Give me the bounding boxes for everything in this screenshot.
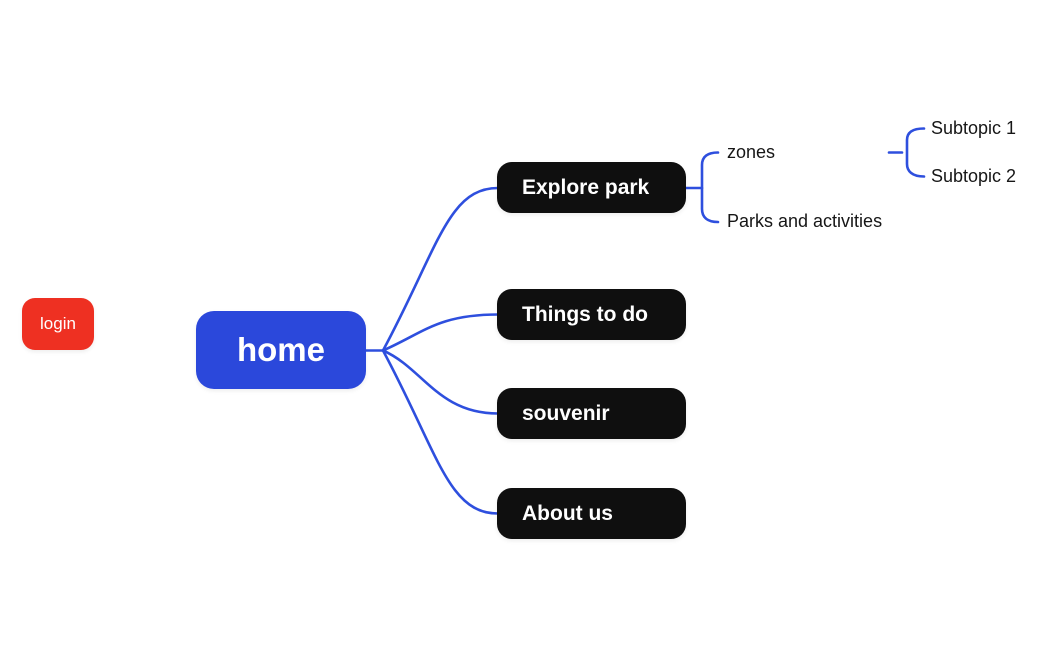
node-login[interactable]: login	[22, 298, 94, 350]
leaf-parks-and-activities[interactable]: Parks and activities	[727, 211, 882, 232]
leaf-subtopic-1[interactable]: Subtopic 1	[931, 118, 1016, 139]
leaf-zones-label: zones	[727, 142, 776, 162]
node-about-us-label: About us	[522, 501, 613, 525]
node-home-label: home	[236, 331, 325, 368]
leaf-subtopic-2-label: Subtopic 2	[931, 166, 1017, 186]
node-about-us[interactable]: About us	[497, 488, 686, 539]
node-things-to-do-label: Things to do	[522, 302, 648, 326]
leaf-subtopic-1-label: Subtopic 1	[931, 118, 1017, 138]
leaf-subtopic-2[interactable]: Subtopic 2	[931, 166, 1016, 187]
connector-subtopic-bracket	[905, 127, 926, 178]
node-explore-park-label: Explore park	[522, 175, 650, 199]
node-explore-park[interactable]: Explore park	[497, 162, 686, 213]
node-login-label: login	[40, 314, 76, 333]
leaf-parks-and-activities-label: Parks and activities	[727, 211, 883, 231]
connector-explore-children-bracket	[700, 151, 720, 224]
node-things-to-do[interactable]: Things to do	[497, 289, 686, 340]
node-souvenir[interactable]: souvenir	[497, 388, 686, 439]
node-home[interactable]: home	[196, 311, 366, 389]
node-souvenir-label: souvenir	[522, 401, 610, 425]
connector-home-explore-park	[381, 186, 500, 352]
leaf-zones[interactable]: zones	[727, 142, 775, 163]
connector-home-souvenir	[381, 349, 500, 415]
connector-home-about-us	[381, 349, 500, 515]
connector-home-things-to-do	[381, 313, 500, 352]
